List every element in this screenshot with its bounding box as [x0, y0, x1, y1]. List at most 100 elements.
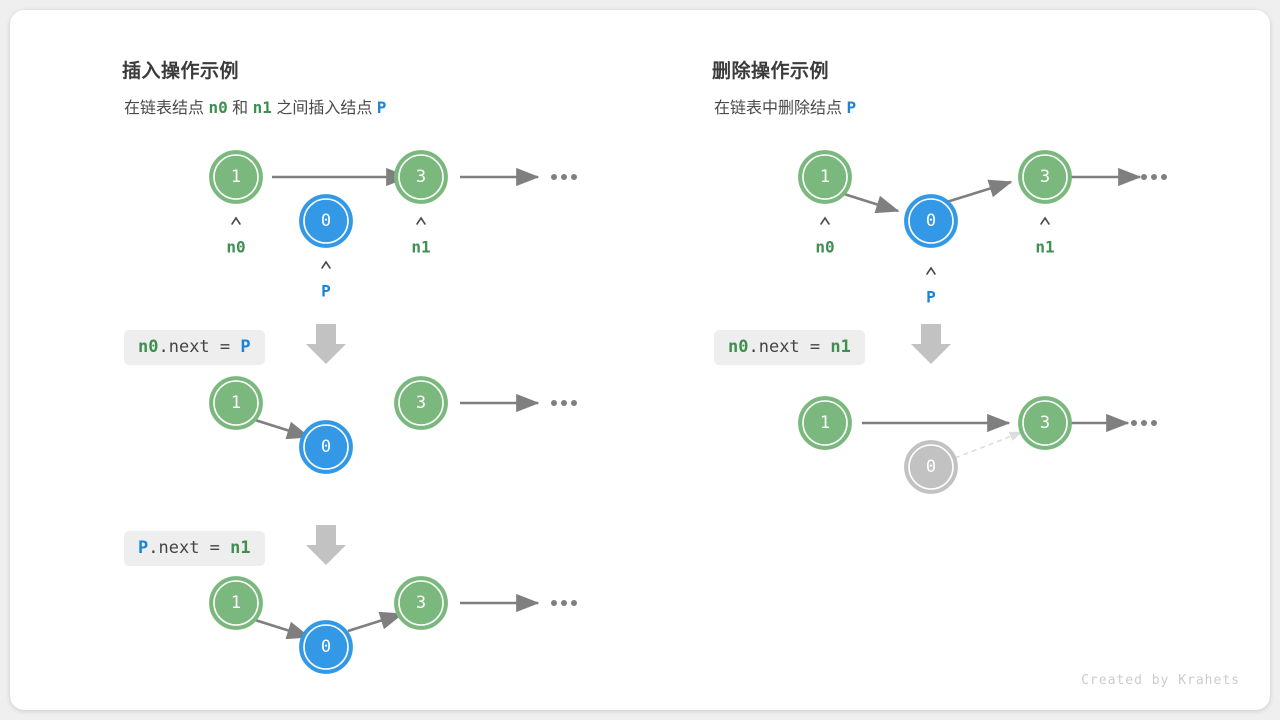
- list-node: 3: [394, 576, 448, 630]
- node-value: 0: [926, 211, 936, 231]
- node-circle-outer: [299, 420, 353, 474]
- node-circle-inner-ring: [303, 198, 349, 244]
- code-token-n1: n1: [230, 538, 251, 558]
- node-circle-outer: [394, 376, 448, 430]
- node-value: 3: [1040, 413, 1050, 433]
- link-arrow-n0-to-p: [254, 618, 311, 640]
- node-circle-outer: [299, 620, 353, 674]
- subtitle-id-p: P: [376, 98, 387, 117]
- node-value: 1: [820, 167, 830, 187]
- node-value: 3: [416, 593, 426, 613]
- subtitle-seg: 之间插入结点: [271, 100, 377, 117]
- node-circle-inner-ring: [398, 154, 444, 200]
- node-circle-inner-ring: [1022, 154, 1068, 200]
- node-circle-outer: [209, 376, 263, 430]
- code-token-op: .next =: [148, 538, 231, 558]
- code-token-p: P: [138, 538, 149, 558]
- insert-state-initial: 1 n0 0 P 3 n1: [209, 150, 577, 301]
- insert-panel-subtitle: 在链表结点 n0 和 n1 之间插入结点 P: [124, 94, 386, 118]
- list-node: 0: [904, 194, 958, 248]
- node-circle-outer: [209, 150, 263, 204]
- node-circle-outer: [1018, 150, 1072, 204]
- list-node: 1: [209, 150, 263, 204]
- delete-step1-code: n0.next = n1: [714, 330, 865, 366]
- node-value: 1: [231, 167, 241, 187]
- linked-list-graphics: 1 n0 0 P 3 n1: [209, 150, 1167, 674]
- insert-step2-code: P.next = n1: [124, 531, 265, 567]
- link-arrow-p-to-n1: [347, 611, 404, 633]
- node-circle-inner-ring: [398, 580, 444, 626]
- link-arrow-removed-dashed: [954, 431, 1023, 459]
- code-token-op: .next =: [158, 337, 241, 357]
- node-circle-outer: [1018, 396, 1072, 450]
- list-node: 0: [299, 620, 353, 674]
- node-value: 0: [321, 637, 331, 657]
- subtitle-seg: 在链表结点: [124, 100, 209, 117]
- pointer-caret-icon: [1040, 216, 1050, 225]
- node-circle-outer: [904, 194, 958, 248]
- pointer-caret-icon: [926, 266, 936, 275]
- node-circle-inner-ring: [908, 444, 954, 490]
- node-circle-outer: [394, 576, 448, 630]
- node-value: 1: [820, 413, 830, 433]
- code-token-n1: n1: [830, 337, 851, 357]
- pointer-caret-icon: [321, 260, 331, 269]
- subtitle-id-n0: n0: [208, 98, 228, 117]
- subtitle-id-n1: n1: [252, 98, 272, 117]
- list-node: 3: [394, 376, 448, 430]
- insert-step2-down-arrow-icon: [306, 525, 346, 565]
- node-circle-inner-ring: [908, 198, 954, 244]
- ellipsis-icon: [551, 600, 577, 606]
- diagram-card: 插入操作示例 在链表结点 n0 和 n1 之间插入结点 P n0.next = …: [10, 10, 1270, 710]
- pointer-label-n0: n0: [226, 238, 245, 257]
- credit-text: Created by Krahets: [1081, 673, 1240, 688]
- node-circle-inner-ring: [213, 580, 259, 626]
- node-circle-inner-ring: [802, 154, 848, 200]
- node-value: 0: [926, 457, 936, 477]
- delete-panel-subtitle: 在链表中删除结点 P: [714, 94, 856, 118]
- insert-state-after-n0-next: 1 0 3: [209, 376, 577, 474]
- node-circle-outer: [394, 150, 448, 204]
- list-node-removed: 0: [904, 440, 958, 494]
- code-token-op: .next =: [748, 337, 831, 357]
- list-node: 1: [209, 376, 263, 430]
- pointer-label-n1: n1: [1035, 238, 1054, 257]
- ellipsis-icon: [1141, 174, 1167, 180]
- pointer-label-n0: n0: [815, 238, 834, 257]
- list-node: 0: [299, 420, 353, 474]
- ellipsis-icon: [1131, 420, 1157, 426]
- list-node: 0: [299, 194, 353, 248]
- code-token-p: P: [240, 337, 251, 357]
- pointer-label-p: P: [926, 288, 936, 307]
- insert-step1-down-arrow-icon: [306, 324, 346, 364]
- node-value: 0: [321, 437, 331, 457]
- pointer-caret-icon: [820, 216, 830, 225]
- subtitle-seg: 在链表中删除结点: [714, 100, 847, 117]
- node-circle-inner-ring: [213, 380, 259, 426]
- node-value: 1: [231, 393, 241, 413]
- delete-step1-down-arrow-icon: [911, 324, 951, 364]
- pointer-label-p: P: [321, 282, 331, 301]
- insert-step1-code: n0.next = P: [124, 330, 265, 366]
- link-arrow-n0-to-p: [843, 192, 900, 214]
- node-circle-inner-ring: [303, 424, 349, 470]
- list-node: 3: [1018, 150, 1072, 204]
- pointer-caret-icon: [416, 216, 426, 225]
- node-circle-outer: [798, 150, 852, 204]
- node-circle-inner-ring: [213, 154, 259, 200]
- code-token-n0: n0: [138, 337, 159, 357]
- subtitle-id-p: P: [846, 98, 857, 117]
- link-arrow-n0-to-p: [254, 418, 311, 440]
- subtitle-seg: 和: [227, 100, 253, 117]
- link-arrow-p-to-n1: [936, 179, 1013, 207]
- node-value: 3: [1040, 167, 1050, 187]
- list-node: 1: [798, 396, 852, 450]
- node-circle-outer: [299, 194, 353, 248]
- node-value: 0: [321, 211, 331, 231]
- delete-state-initial: 1 n0 0 P 3 n1: [798, 150, 1167, 307]
- list-node: 3: [1018, 396, 1072, 450]
- delete-panel-title: 删除操作示例: [712, 61, 830, 82]
- ellipsis-icon: [551, 174, 577, 180]
- code-token-n0: n0: [728, 337, 749, 357]
- node-circle-outer: [209, 576, 263, 630]
